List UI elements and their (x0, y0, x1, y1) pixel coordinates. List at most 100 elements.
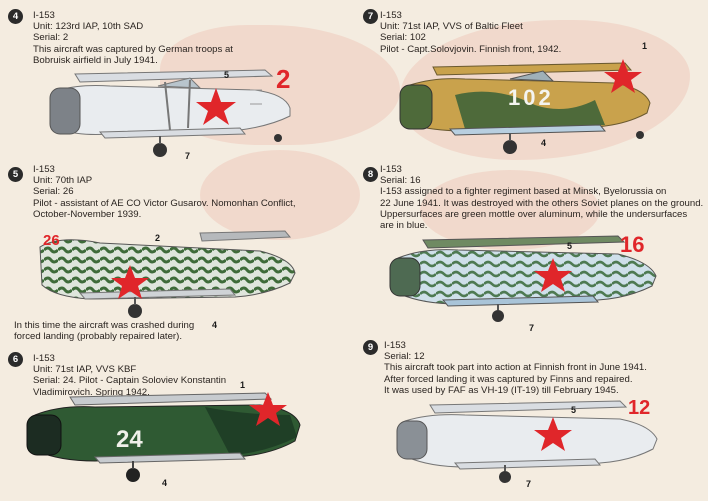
text-line: Serial: 24. Pilot - Captain Soloviev Kon… (33, 375, 227, 387)
engine-cowling (389, 257, 421, 297)
lower-wing (78, 288, 237, 300)
callout-number: 4 (212, 320, 218, 330)
callout-number: 7 (185, 151, 191, 161)
panel-description: I-153 Serial: 12 This aircraft took part… (384, 340, 647, 396)
wheel (492, 310, 504, 322)
lower-wing (448, 124, 607, 136)
text-line: Unit: 70th IAP (33, 175, 93, 187)
wheel (503, 140, 517, 154)
text-line: Unit: 71st IAP, VVS KBF (33, 364, 137, 376)
canopy (509, 70, 555, 82)
red-star (534, 258, 572, 292)
fuselage (39, 239, 296, 300)
callout-number: 7 (526, 479, 532, 489)
panel-description: I-153 Unit: 70th IAP Serial: 26 Pilot - … (33, 164, 296, 220)
callout-number: 7 (529, 323, 535, 333)
text-line: This aircraft took part into action at F… (384, 362, 647, 374)
panel-note: In this time the aircraft was crashed du… (14, 320, 194, 342)
text-line: I-153 (33, 353, 55, 364)
text-line: I-153 (380, 10, 402, 21)
lower-wing (453, 458, 602, 470)
panel-description: I-153 Serial: 16 I-153 assigned to a fig… (380, 164, 703, 231)
fuselage-code: 102 (508, 85, 554, 110)
wheel (126, 468, 140, 482)
map-background (200, 150, 360, 240)
engine-cowling (399, 84, 433, 130)
text-line: Pilot - assistant of AE CO Victor Gusaro… (33, 197, 296, 209)
callout-number: 2 (155, 233, 161, 243)
text-line: I-153 (33, 164, 55, 175)
text-line: This aircraft was captured by German tro… (33, 43, 233, 55)
text-line: I-153 assigned to a fighter regiment bas… (380, 186, 667, 198)
red-star (111, 265, 149, 299)
panel-number-badge: 5 (8, 167, 23, 182)
text-line: Pilot - Capt.Solovjovin. Finnish front, … (380, 43, 562, 55)
aircraft-profile (399, 59, 651, 154)
text-line: Serial: 102 (380, 32, 426, 44)
upper-wing (69, 392, 273, 406)
text-line: It was used by FAF as VH-19 (IT-19) till… (384, 384, 619, 396)
callout-number: 4 (541, 138, 547, 148)
lower-wing (98, 127, 247, 139)
panel-description: I-153 Unit: 71st IAP, VVS KBF Serial: 24… (33, 353, 226, 398)
panel-number-badge: 8 (363, 167, 378, 182)
aircraft-profile (49, 69, 291, 157)
wheel (153, 143, 167, 157)
red-star (196, 88, 236, 125)
callout-number: 4 (162, 478, 168, 488)
callout-number: 5 (224, 70, 230, 80)
callout-number: 5 (571, 405, 577, 415)
text-line: Bobruisk airfield in July 1941. (33, 54, 158, 66)
fuselage-code: 16 (620, 232, 645, 257)
fuselage (397, 249, 657, 305)
text-line: Serial: 2 (33, 32, 69, 44)
wheel (499, 471, 511, 483)
fuselage-code: 26 (43, 232, 60, 249)
text-line: Serial: 12 (384, 351, 425, 363)
engine-cowling (26, 414, 62, 456)
aircraft-profile (389, 235, 657, 322)
text-line: I-153 (380, 164, 402, 175)
engine-cowling (49, 87, 81, 135)
upper-wing (429, 400, 628, 414)
aircraft-profile (39, 230, 296, 318)
upper-wing (422, 235, 626, 249)
text-line: I-153 (33, 10, 55, 21)
upper-wing (74, 69, 274, 83)
upper-wing (432, 62, 633, 76)
text-line: 22 June 1941. It was destroyed with the … (380, 197, 704, 209)
panel-description: I-153 Unit: 123rd IAP, 10th SAD Serial: … (33, 10, 233, 66)
text-line: Serial: 26 (33, 186, 74, 198)
text-line: After forced landing it was captured by … (384, 373, 633, 385)
engine-cowling (396, 420, 428, 460)
panel-number-badge: 9 (363, 340, 378, 355)
fuselage (59, 85, 291, 135)
text-line: Unit: 71st IAP, VVS of Baltic Fleet (380, 21, 523, 33)
callout-number: 1 (240, 380, 246, 390)
red-star (534, 417, 572, 451)
aircraft-profile (26, 392, 301, 482)
panel-number-badge: 4 (8, 9, 23, 24)
upper-wing (199, 230, 292, 242)
tail-wheel (274, 134, 282, 142)
tail-wheel (636, 131, 644, 139)
text-line: Vladimirovich. Spring 1942. (33, 386, 150, 398)
text-line: are in blue. (380, 220, 428, 232)
lower-wing (441, 295, 600, 307)
text-line: forced landing (probably repaired later)… (14, 331, 182, 343)
callout-number: 1 (642, 41, 648, 51)
text-line: Unit: 123rd IAP, 10th SAD (33, 21, 144, 33)
fuselage-code: 12 (628, 397, 651, 419)
lower-wing (93, 452, 247, 464)
panel-number-badge: 7 (363, 9, 378, 24)
fuselage (404, 414, 658, 468)
red-star (249, 392, 287, 426)
fuselage-code: 24 (116, 426, 143, 453)
text-line: I-153 (384, 340, 406, 351)
panel-number-badge: 6 (8, 352, 23, 367)
callout-number: 5 (567, 241, 573, 251)
wheel (128, 304, 142, 318)
red-star (604, 59, 642, 93)
aircraft-profile (396, 400, 658, 483)
